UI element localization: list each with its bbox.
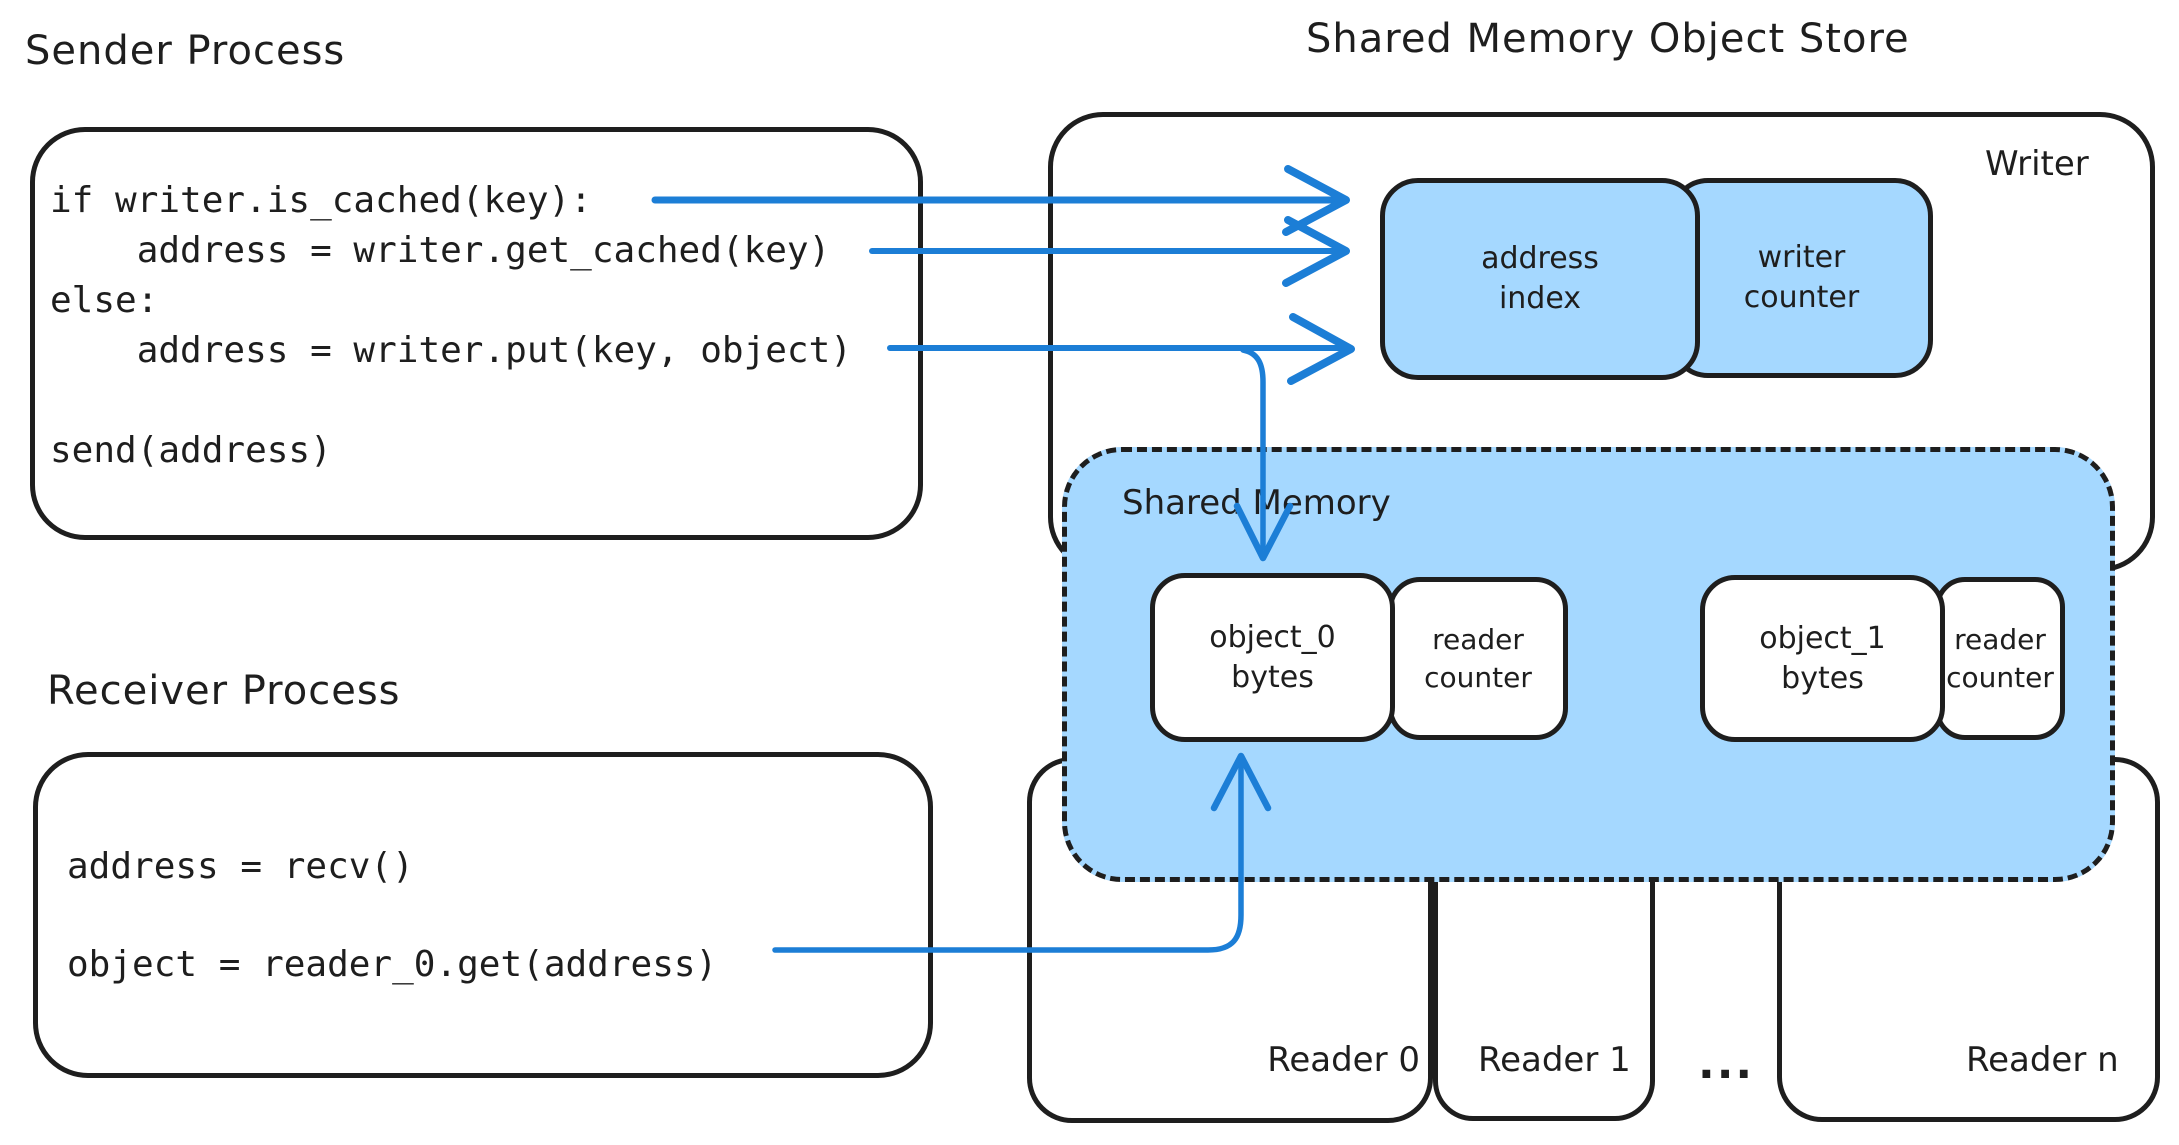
reader-ellipsis: ... (1698, 1038, 1755, 1089)
writer-label: Writer (1985, 144, 2089, 184)
code-line: address = writer.get_cached(key) (50, 230, 831, 271)
address-index-line1: address (1481, 241, 1599, 276)
reader-counter-1-label: reader counter (1935, 577, 2065, 740)
object-1-line2: bytes (1781, 660, 1864, 696)
sender-code-block: if writer.is_cached(key): address = writ… (50, 176, 852, 476)
arrowhead-icon (1287, 313, 1355, 385)
writer-counter-label: writer counter (1670, 178, 1933, 378)
object-0-box (1150, 573, 1395, 742)
shared-memory-label: Shared Memory (1122, 483, 1391, 523)
code-line: send(address) (50, 430, 332, 471)
reader-n-label: Reader n (1966, 1040, 2119, 1080)
arrow-put-to-object-0 (1240, 347, 1266, 551)
receiver-code-block: address = recv() object = reader_0.get(a… (67, 842, 717, 989)
writer-counter-line2: counter (1743, 280, 1860, 315)
reader-1-label: Reader 1 (1478, 1040, 1631, 1080)
sender-process-title: Sender Process (25, 28, 346, 74)
receiver-process-box (33, 752, 933, 1078)
reader-counter-1-line2: counter (1946, 660, 2054, 694)
code-line: address = writer.put(key, object) (50, 330, 852, 371)
writer-counter-line1: writer (1757, 240, 1846, 275)
address-index-box (1380, 178, 1700, 380)
arrowhead-icon (1233, 502, 1294, 562)
address-index-label: address index (1380, 178, 1700, 380)
arrow-get-to-object-0 (772, 761, 1244, 953)
arrowhead-icon (1210, 752, 1272, 812)
object-1-line1: object_1 (1759, 620, 1886, 656)
store-title: Shared Memory Object Store (1306, 16, 1910, 62)
writer-counter-box (1670, 178, 1933, 378)
reader-counter-0-label: reader counter (1388, 577, 1568, 740)
reader-counter-0-line1: reader (1432, 622, 1524, 656)
reader-counter-0-line2: counter (1424, 660, 1532, 694)
object-1-label: object_1 bytes (1700, 575, 1945, 742)
code-line: object = reader_0.get(address) (67, 944, 718, 985)
sender-process-box (30, 127, 923, 540)
object-0-line2: bytes (1231, 659, 1314, 695)
object-1-box (1700, 575, 1945, 742)
receiver-process-title: Receiver Process (47, 668, 401, 714)
code-line: else: (50, 280, 159, 321)
code-line: address = recv() (67, 846, 414, 887)
reader-counter-1-line1: reader (1954, 622, 2046, 656)
code-line: if writer.is_cached(key): (50, 180, 592, 221)
arrowhead-icon (1282, 165, 1350, 236)
reader-0-label: Reader 0 (1267, 1040, 1420, 1080)
object-0-label: object_0 bytes (1150, 573, 1395, 742)
arrowhead-icon (1282, 216, 1350, 287)
object-0-line1: object_0 (1209, 619, 1336, 655)
address-index-line2: index (1498, 281, 1582, 316)
